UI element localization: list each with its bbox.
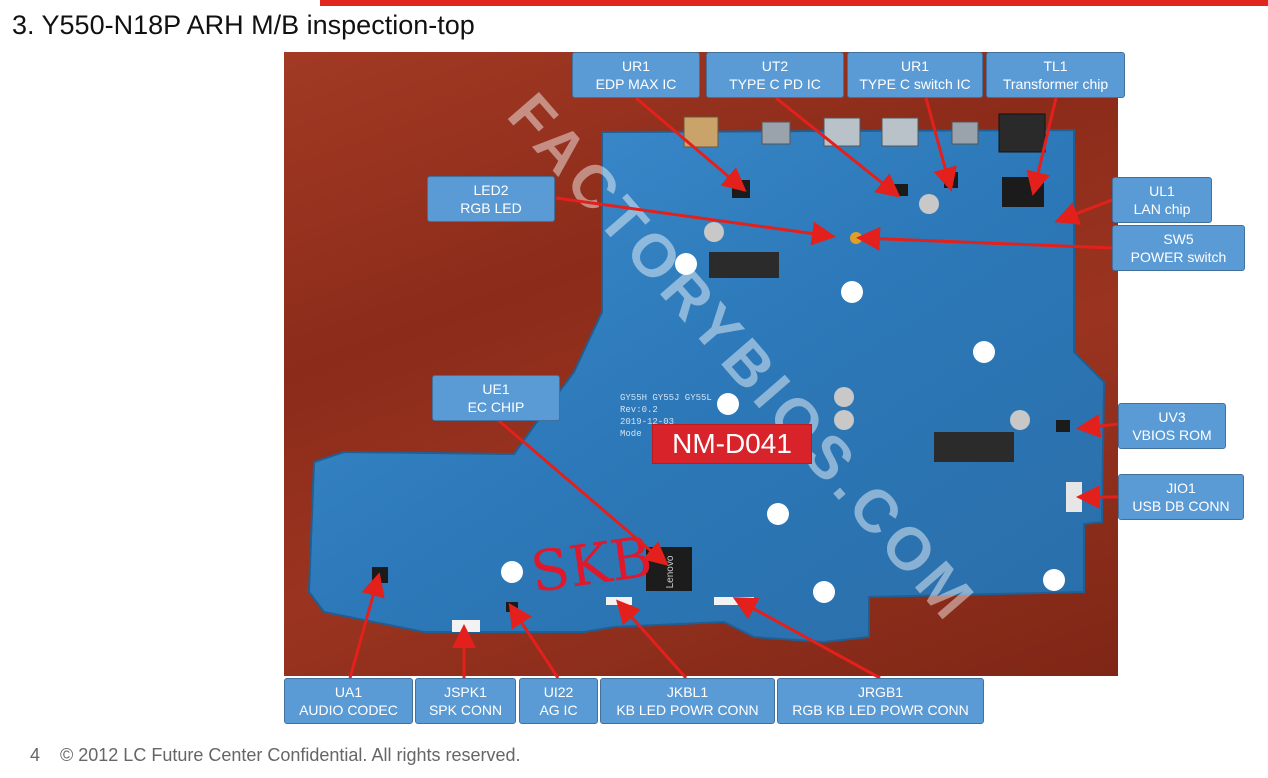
callout-ref: TL1 bbox=[1043, 58, 1068, 74]
inductor-bank-2 bbox=[934, 432, 1014, 462]
footer-copyright: © 2012 LC Future Center Confidential. Al… bbox=[60, 745, 521, 765]
page-number: 4 bbox=[30, 745, 41, 765]
callout-ur1-typec: UR1 TYPE C switch IC bbox=[847, 52, 983, 98]
silk-line-4: Mode bbox=[620, 429, 642, 439]
callout-ref: UA1 bbox=[334, 684, 363, 700]
power-switch bbox=[850, 232, 862, 244]
callout-desc: VBIOS ROM bbox=[1132, 427, 1212, 443]
ec-chip-marking: Lenovo bbox=[665, 555, 676, 588]
callout-tl1: TL1 Transformer chip bbox=[986, 52, 1125, 98]
callout-desc: TYPE C PD IC bbox=[729, 76, 821, 92]
capacitor-2 bbox=[704, 222, 724, 242]
mount-hole-2 bbox=[841, 281, 863, 303]
callout-desc: AG IC bbox=[539, 702, 578, 718]
typec-chip bbox=[894, 184, 908, 196]
callout-ua1: UA1 AUDIO CODEC bbox=[284, 678, 413, 724]
callout-ref: LED2 bbox=[473, 182, 509, 198]
board-model-badge: NM-D041 bbox=[652, 424, 812, 464]
rgb-kb-led-connector bbox=[714, 597, 754, 605]
callout-uv3: UV3 VBIOS ROM bbox=[1118, 403, 1226, 449]
callout-ref: JRGB1 bbox=[857, 684, 904, 700]
ag-ic-chip bbox=[506, 602, 518, 612]
inductor-bank-1 bbox=[709, 252, 779, 278]
rj45-port bbox=[998, 113, 1046, 153]
callout-ui22: UI22 AG IC bbox=[519, 678, 598, 724]
callout-desc: EDP MAX IC bbox=[595, 76, 677, 92]
mount-hole-7 bbox=[1043, 569, 1065, 591]
callout-led2: LED2 RGB LED bbox=[427, 176, 555, 222]
callout-sw5: SW5 POWER switch bbox=[1112, 225, 1245, 271]
edp-chip bbox=[732, 180, 750, 198]
hdmi-port bbox=[683, 116, 719, 148]
callout-ref: SW5 bbox=[1163, 231, 1194, 247]
callout-ue1: UE1 EC CHIP bbox=[432, 375, 560, 421]
capacitor-5 bbox=[1010, 410, 1030, 430]
callout-jio1: JIO1 USB DB CONN bbox=[1118, 474, 1244, 520]
callout-ref: UR1 bbox=[900, 58, 929, 74]
callout-desc: AUDIO CODEC bbox=[299, 702, 398, 718]
callout-desc: TYPE C switch IC bbox=[859, 76, 971, 92]
callout-ref: UT2 bbox=[761, 58, 789, 74]
callout-desc: RGB KB LED POWR CONN bbox=[792, 702, 969, 718]
usb-port-1 bbox=[823, 117, 861, 147]
callout-ur1-edp: UR1 EDP MAX IC bbox=[572, 52, 700, 98]
callout-desc: KB LED POWR CONN bbox=[616, 702, 759, 718]
callout-jrgb1: JRGB1 RGB KB LED POWR CONN bbox=[777, 678, 984, 724]
audio-codec-chip bbox=[372, 567, 388, 583]
lan-transformer-chip bbox=[1002, 177, 1044, 207]
callout-desc: EC CHIP bbox=[467, 399, 525, 415]
usbc-port-2 bbox=[951, 121, 979, 145]
callout-ref: UR1 bbox=[621, 58, 650, 74]
top-accent-bar bbox=[320, 0, 1268, 6]
typec-switch-chip bbox=[944, 172, 958, 188]
usbc-port-1 bbox=[761, 121, 791, 145]
usb-port-2 bbox=[881, 117, 919, 147]
callout-ref: JSPK1 bbox=[444, 684, 487, 700]
silk-line-2: Rev:0.2 bbox=[620, 405, 658, 415]
callout-ref: JKBL1 bbox=[666, 684, 709, 700]
motherboard-photo: Lenovo SKB GY55H GY55J GY55L Rev:0.2 201… bbox=[284, 52, 1118, 676]
callout-ref: UV3 bbox=[1158, 409, 1186, 425]
callout-desc: POWER switch bbox=[1130, 249, 1227, 265]
motherboard-drawing: Lenovo SKB GY55H GY55J GY55L Rev:0.2 201… bbox=[307, 113, 1106, 644]
vbios-rom-chip bbox=[1056, 420, 1070, 432]
callout-desc: USB DB CONN bbox=[1132, 498, 1230, 514]
mount-hole-8 bbox=[973, 341, 995, 363]
callout-ul1: UL1 LAN chip bbox=[1112, 177, 1212, 223]
callout-desc: Transformer chip bbox=[1002, 76, 1109, 92]
callout-desc: LAN chip bbox=[1133, 201, 1191, 217]
capacitor-1 bbox=[919, 194, 939, 214]
capacitor-3 bbox=[834, 387, 854, 407]
callout-ut2: UT2 TYPE C PD IC bbox=[706, 52, 844, 98]
slide-title: 3. Y550-N18P ARH M/B inspection-top bbox=[12, 10, 475, 40]
callout-desc: SPK CONN bbox=[428, 702, 503, 718]
callout-ref: UI22 bbox=[543, 684, 574, 700]
mount-hole-1 bbox=[675, 253, 697, 275]
usb-db-connector bbox=[1066, 482, 1082, 512]
silk-line-1: GY55H GY55J GY55L bbox=[620, 393, 712, 403]
kb-led-connector bbox=[606, 597, 632, 605]
speaker-connector bbox=[452, 620, 480, 632]
mount-hole-6 bbox=[813, 581, 835, 603]
mount-hole-5 bbox=[501, 561, 523, 583]
callout-ref: UL1 bbox=[1149, 183, 1175, 199]
capacitor-4 bbox=[834, 410, 854, 430]
mount-hole-3 bbox=[717, 393, 739, 415]
callout-jspk1: JSPK1 SPK CONN bbox=[415, 678, 516, 724]
callout-ref: UE1 bbox=[482, 381, 510, 397]
callout-ref: JIO1 bbox=[1166, 480, 1196, 496]
mount-hole-4 bbox=[767, 503, 789, 525]
callout-jkbl1: JKBL1 KB LED POWR CONN bbox=[600, 678, 775, 724]
callout-desc: RGB LED bbox=[460, 200, 522, 216]
